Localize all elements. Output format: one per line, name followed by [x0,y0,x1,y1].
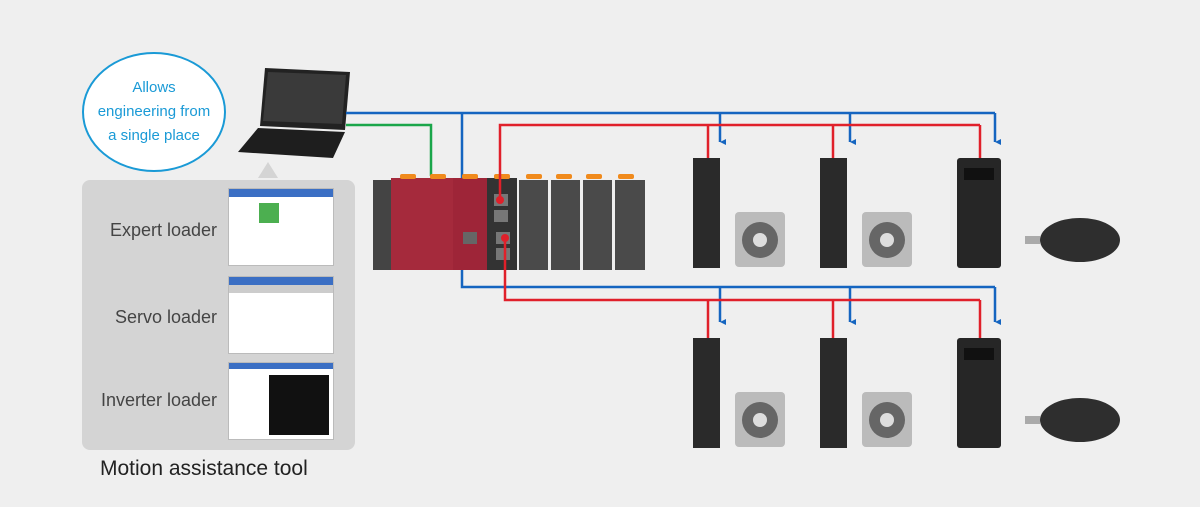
servo-amplifier-icon [693,338,720,448]
speech-bubble: Allows engineering from a single place [82,52,226,172]
inverter-icon [957,338,1001,448]
servo-motor-icon [735,392,785,447]
panel-caption: Motion assistance tool [100,457,308,480]
induction-motor-icon [1025,218,1120,262]
servo-amplifier-icon [820,338,847,448]
servo-amplifier-icon [693,158,720,268]
device-row-lower [693,338,1120,448]
plc-rack [373,174,645,270]
bubble-text: a single place [108,127,200,144]
servo-loader-screenshot [228,276,334,354]
tool-label-expert: Expert loader [109,220,217,240]
induction-motor-icon [1025,398,1120,442]
loader-tools-panel: Expert loader Servo loader Inverter load… [82,180,355,450]
servo-amplifier-icon [820,158,847,268]
loader-link-line [346,123,433,176]
ethernet-lines [346,111,995,322]
bubble-text: Allows [132,79,176,96]
servo-motor-icon [735,212,785,267]
servo-motor-icon [862,392,912,447]
bubble-text: engineering from [97,103,211,120]
device-row-upper [693,158,1120,268]
inverter-icon [957,158,1001,268]
tool-label-inverter: Inverter loader [100,390,217,410]
inverter-loader-screenshot [228,362,334,440]
expert-loader-screenshot [228,188,334,266]
servo-motor-icon [862,212,912,267]
tool-label-servo: Servo loader [114,307,217,327]
laptop-icon [238,68,350,158]
motion-network-lines [498,123,982,340]
